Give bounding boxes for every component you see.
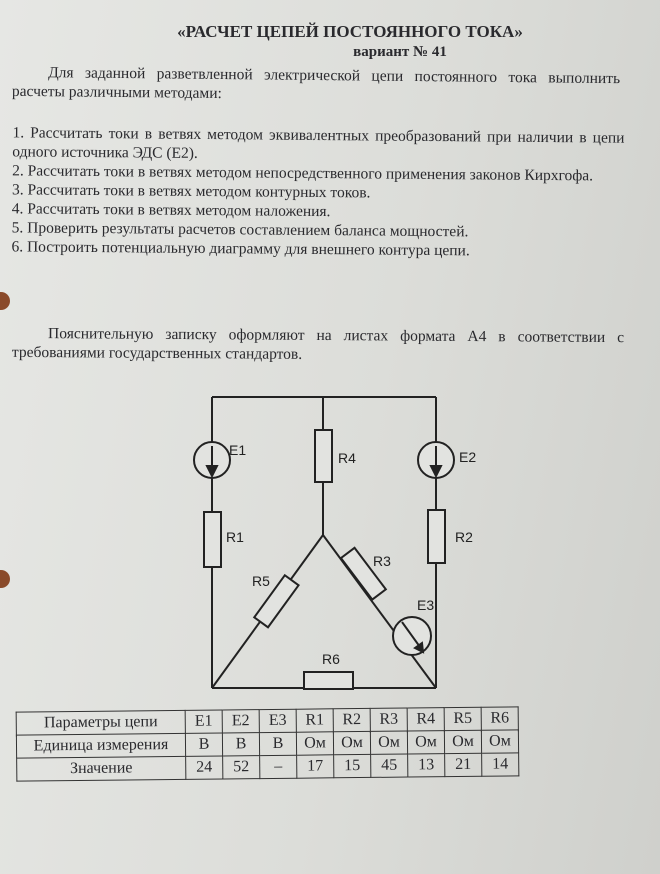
resistor-r1 <box>203 511 222 568</box>
param-unit: В <box>259 732 297 756</box>
param-name: R2 <box>333 708 371 732</box>
resistor-r6 <box>303 671 354 690</box>
label-r4: R4 <box>338 450 356 466</box>
table-row: Значение 24 52 – 17 15 45 13 21 14 <box>16 752 519 782</box>
arrowhead-icon <box>429 465 443 479</box>
parameters-table: Параметры цепи E1 E2 E3 R1 R2 R3 R4 R5 R… <box>16 706 520 782</box>
param-unit: В <box>185 732 223 757</box>
param-unit: Ом <box>407 730 445 755</box>
param-value: 15 <box>333 754 371 778</box>
row-header: Параметры цепи <box>16 710 186 736</box>
resistor-r3 <box>339 546 388 601</box>
binder-hole <box>0 570 10 588</box>
param-value: – <box>259 755 297 779</box>
param-name: R3 <box>370 708 408 732</box>
document-title: «РАСЧЕТ ЦЕПЕЙ ПОСТОЯННОГО ТОКА» <box>177 22 523 41</box>
param-name: R1 <box>296 708 334 733</box>
param-unit: Ом <box>333 731 371 755</box>
param-value: 13 <box>407 753 445 778</box>
variant-number: вариант № 41 <box>353 44 447 60</box>
param-name: E3 <box>259 709 297 733</box>
label-r6: R6 <box>322 651 340 667</box>
param-unit: Ом <box>444 730 482 754</box>
param-name: E1 <box>185 709 223 734</box>
param-name: R6 <box>481 706 519 731</box>
param-value: 17 <box>296 754 334 779</box>
arrow-diagonal-icon <box>401 621 421 648</box>
label-r2: R2 <box>455 529 473 545</box>
param-name: R4 <box>407 707 445 732</box>
row-header: Значение <box>16 756 186 782</box>
param-unit: Ом <box>370 731 408 755</box>
label-e3: E3 <box>417 597 434 613</box>
param-unit: В <box>222 732 260 756</box>
label-e2: E2 <box>459 449 476 465</box>
arrowhead-icon <box>413 641 425 654</box>
param-unit: Ом <box>296 731 334 756</box>
param-value: 24 <box>185 755 223 780</box>
param-name: E2 <box>222 709 260 733</box>
label-r1: R1 <box>226 529 244 545</box>
param-value: 52 <box>222 755 260 779</box>
binder-hole <box>0 292 10 310</box>
label-r3: R3 <box>373 553 391 569</box>
param-value: 21 <box>444 753 482 777</box>
param-name: R5 <box>444 707 482 731</box>
label-r5: R5 <box>252 573 270 589</box>
label-e1: E1 <box>229 442 246 458</box>
param-unit: Ом <box>481 729 519 754</box>
param-value: 14 <box>481 752 519 777</box>
arrowhead-icon <box>205 465 219 479</box>
row-header: Единица измерения <box>16 733 186 759</box>
resistor-r4 <box>314 429 333 483</box>
resistor-r2 <box>427 509 446 564</box>
resistor-r5 <box>252 573 300 629</box>
param-value: 45 <box>370 754 408 778</box>
